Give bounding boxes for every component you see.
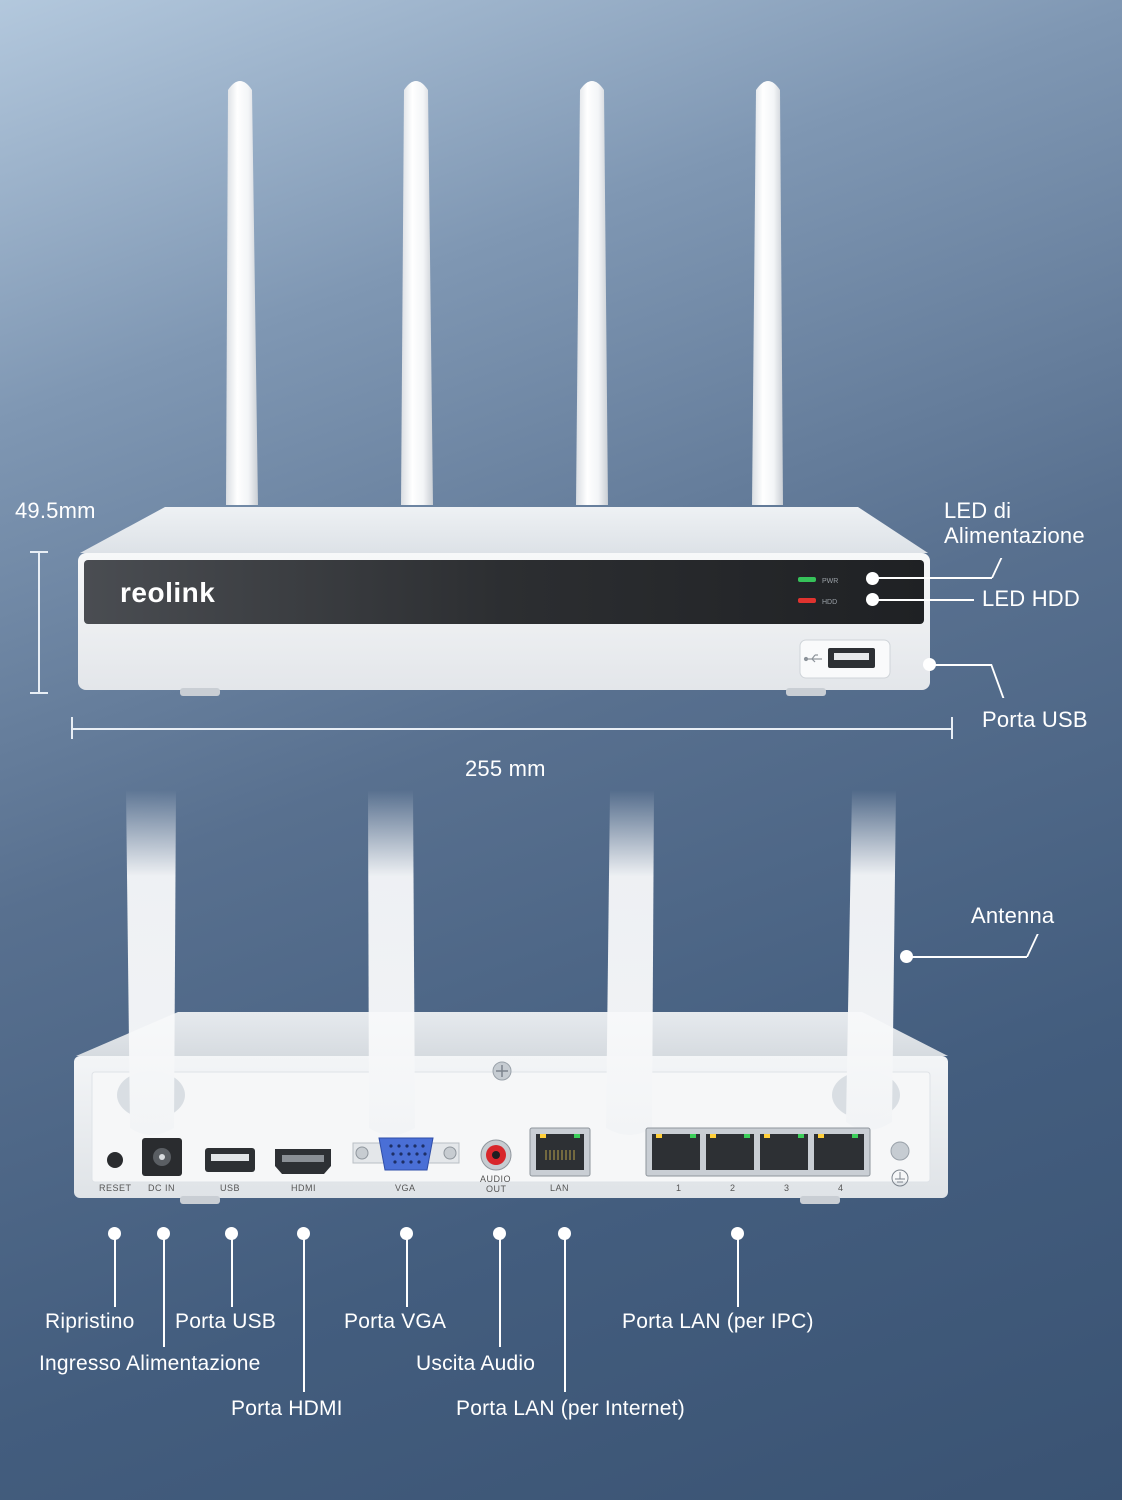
dc-in-caption: DC IN	[148, 1183, 175, 1193]
front-panel	[84, 560, 924, 624]
pwr-led	[798, 577, 816, 582]
led-hdd-label: LED HDD	[982, 586, 1080, 611]
hdd-led-text: HDD	[822, 599, 837, 606]
usb-symbol-icon	[803, 654, 822, 663]
width-dimension-label: 255 mm	[465, 756, 546, 781]
front-top-surface	[80, 507, 928, 553]
front-foot-right	[786, 688, 826, 696]
back-usb-label: Porta USB	[175, 1310, 277, 1333]
ipc1-caption: 1	[676, 1183, 682, 1193]
height-dimension-label: 49.5mm	[15, 498, 96, 523]
dc-in-label: Ingresso Alimentazione	[39, 1352, 261, 1375]
vga-callout-dot	[400, 1227, 413, 1240]
front-antenna-3	[576, 81, 608, 505]
brand-logo: reolink	[120, 577, 215, 608]
led-power-callout-dot	[866, 572, 879, 585]
lan-caption: LAN	[550, 1183, 569, 1193]
led-power-label-line2: Alimentazione	[944, 523, 1085, 548]
usb-caption: USB	[220, 1183, 240, 1193]
led-power-label-line1: LED di	[944, 498, 1012, 523]
back-usb-callout-dot	[225, 1227, 238, 1240]
ipc3-caption: 3	[784, 1183, 790, 1193]
ipc2-caption: 2	[730, 1183, 736, 1193]
audio-label: Uscita Audio	[416, 1352, 536, 1375]
reset-caption: RESET	[99, 1183, 132, 1193]
hdmi-caption: HDMI	[291, 1183, 316, 1193]
front-usb-callout-dot	[923, 658, 936, 671]
antenna-callout-dot	[900, 950, 913, 963]
lan-ipc-label: Porta LAN (per IPC)	[622, 1310, 814, 1333]
vga-label: Porta VGA	[344, 1310, 447, 1333]
led-hdd-callout-dot	[866, 593, 879, 606]
lan-internet-label: Porta LAN (per Internet)	[456, 1397, 685, 1420]
hdmi-label: Porta HDMI	[231, 1397, 343, 1420]
lan-internet-callout-dot	[558, 1227, 571, 1240]
audio-caption-line2: OUT	[486, 1184, 507, 1194]
audio-callout-dot	[493, 1227, 506, 1240]
ipc4-caption: 4	[838, 1183, 844, 1193]
front-antenna-4	[752, 81, 783, 505]
front-foot-left	[180, 688, 220, 696]
front-antenna-2	[401, 81, 433, 505]
lan-ipc-callout-dot	[731, 1227, 744, 1240]
height-dimension-line	[38, 551, 40, 694]
hdd-led	[798, 598, 816, 603]
audio-caption-line1: AUDIO	[480, 1174, 511, 1184]
front-antenna-1	[226, 81, 258, 505]
dc-in-callout-dot	[157, 1227, 170, 1240]
vga-caption: VGA	[395, 1183, 416, 1193]
front-view-device: PWR HDD reolink	[78, 81, 930, 696]
hdmi-callout-dot	[297, 1227, 310, 1240]
pwr-led-text: PWR	[822, 578, 838, 585]
reset-callout-dot	[108, 1227, 121, 1240]
front-usb-label: Porta USB	[982, 707, 1088, 732]
width-dimension-line	[72, 728, 952, 730]
antenna-label: Antenna	[971, 903, 1055, 928]
reset-label: Ripristino	[45, 1310, 135, 1333]
